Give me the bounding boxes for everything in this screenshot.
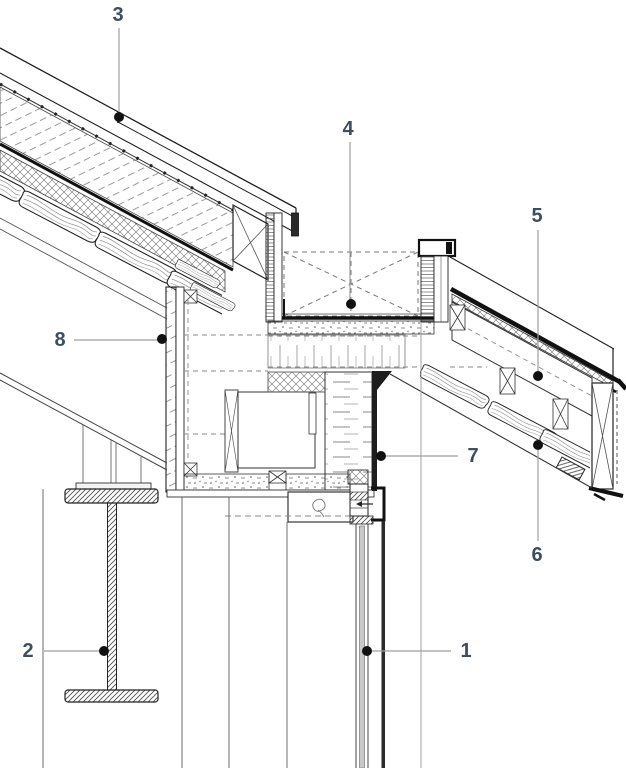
leader-dot-4	[346, 299, 356, 309]
callout-label-8: 8	[54, 329, 66, 351]
leader-dot-6	[533, 440, 543, 450]
upper-roof-assembly	[0, 47, 299, 327]
leader-dot-7	[376, 451, 386, 461]
box-gutter	[267, 251, 435, 335]
callout-label-7: 7	[467, 445, 479, 467]
fixing-arrow	[356, 501, 362, 507]
callout-dots	[99, 112, 543, 656]
lower-roof-assembly	[372, 238, 626, 502]
leader-dot-5	[533, 371, 543, 381]
upper-eave-fascia	[232, 203, 269, 282]
callout-label-5: 5	[531, 205, 543, 227]
callout-label-2: 2	[22, 640, 34, 662]
leader-dot-8	[157, 334, 167, 344]
steel-beam	[64, 488, 159, 703]
callout-label-6: 6	[531, 544, 543, 566]
leader-dot-3	[114, 112, 124, 122]
glazing-unit	[355, 521, 385, 768]
callout-label-1: 1	[460, 640, 472, 662]
callout-label-3: 3	[112, 4, 124, 26]
wall-step-buildup	[0, 286, 487, 498]
leader-dot-2	[99, 646, 109, 656]
wood-knot	[312, 498, 326, 518]
callout-leaders	[44, 28, 539, 652]
leader-dot-1	[362, 646, 372, 656]
wall-lines	[42, 322, 422, 768]
callout-label-4: 4	[342, 118, 354, 140]
window-head-and-glazing	[225, 469, 386, 768]
